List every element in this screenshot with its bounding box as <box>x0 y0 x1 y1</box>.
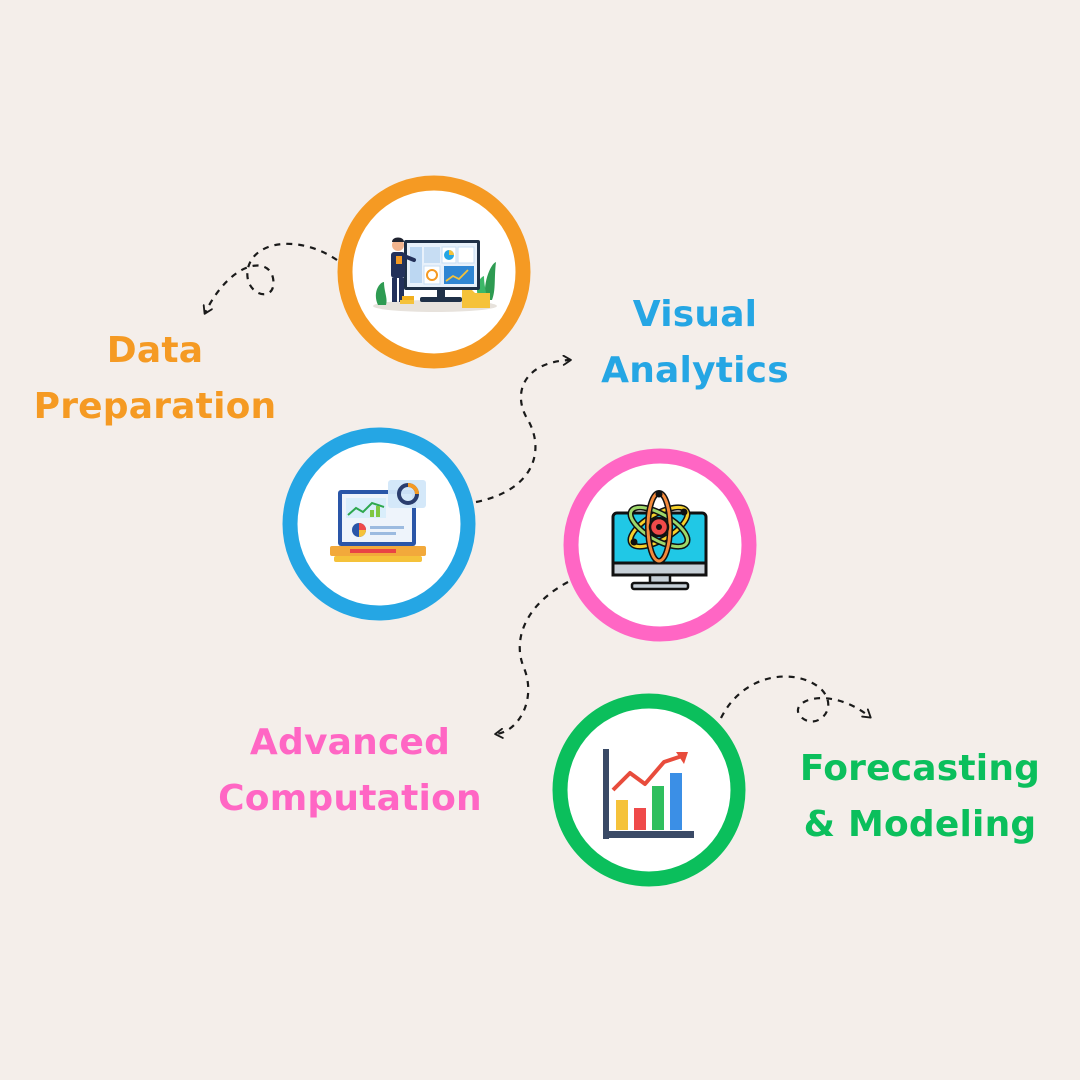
step-advanced-computation <box>563 448 757 642</box>
label-line: Advanced <box>249 722 451 763</box>
atom-monitor-icon <box>611 490 708 591</box>
label-visual-analytics: Visual Analytics <box>570 287 820 399</box>
label-forecasting-modeling: Forecasting & Modeling <box>775 741 1065 853</box>
connector-data-preparation <box>202 242 338 315</box>
connector-advanced-computation <box>494 581 569 739</box>
label-line: & Modeling <box>803 804 1037 845</box>
connector-visual-analytics <box>475 354 572 504</box>
label-line: Preparation <box>33 386 277 427</box>
laptop-analytics-icon <box>330 480 426 562</box>
step-forecasting-modeling <box>552 693 746 887</box>
step-data-preparation <box>337 175 531 369</box>
step-circle <box>552 693 746 887</box>
label-line: Forecasting <box>799 748 1041 789</box>
label-line: Computation <box>218 778 482 819</box>
label-line: Visual <box>632 294 758 335</box>
step-visual-analytics <box>282 427 476 621</box>
label-advanced-computation: Advanced Computation <box>195 715 505 827</box>
label-line: Analytics <box>601 350 789 391</box>
analyst-dashboard-icon <box>373 237 497 312</box>
growth-bar-chart-icon <box>603 749 694 839</box>
label-data-preparation: Data Preparation <box>10 323 300 435</box>
label-line: Data <box>106 330 204 371</box>
connector-forecasting-modeling <box>720 675 872 723</box>
